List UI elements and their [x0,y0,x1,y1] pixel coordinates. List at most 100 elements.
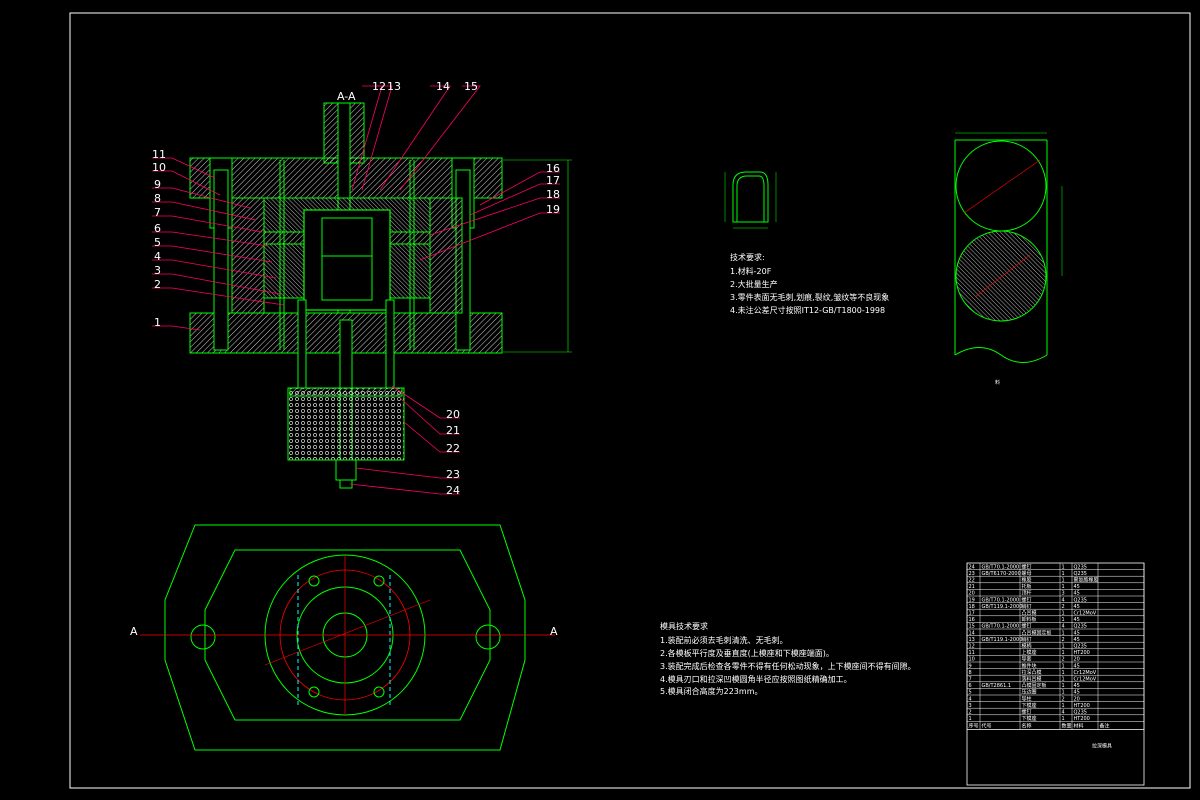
title-row-cell: 1 [1062,617,1065,623]
part-number-21: 21 [446,424,460,437]
title-row-cell: Cr12MoV [1074,677,1097,683]
title-row-cell: Cr12MoV [1074,611,1097,617]
tech-req2-line-3: 3.装配完成后检查各零件不得有任何松动现象，上下模座间不得有间隙。 [660,661,916,671]
title-row-cell: 下模座 [1022,702,1037,709]
title-row-cell: 橡胶 [1022,577,1032,584]
tech-req1-line-4: 4.未注公差尺寸按照IT12-GB/T1800-1998 [730,305,885,315]
title-row-cell: 45 [1074,591,1080,597]
part-number-24: 24 [446,484,460,497]
tech-req1-line-2: 2.大批量生产 [730,279,778,289]
title-row-cell: 45 [1074,617,1080,623]
title-row-cell: 16 [969,617,975,623]
stock-label: 料 [995,379,1000,386]
title-row-cell: 2 [1062,657,1065,663]
title-row-cell: 10 [969,657,975,663]
part-number-6: 6 [154,222,161,235]
title-row-cell: 4 [1062,624,1065,630]
title-row-cell: 1 [1062,703,1065,709]
section-view: A-A [189,90,572,489]
title-row-cell: 1 [1062,584,1065,590]
title-header-cell: 备注 [1100,722,1110,729]
tech-req1-title: 技术要求: [730,252,765,262]
title-row-cell: 4 [1062,710,1065,716]
tech-requirements-part: 技术要求: 1.材料-20F 2.大批量生产 3.零件表面无毛刺,划痕,裂纹,皱… [730,252,889,315]
part-number-17: 17 [546,174,560,187]
title-row-cell: 2 [969,710,972,716]
part-number-23: 23 [446,468,460,481]
title-row-cell: 顶杆 [1022,590,1032,597]
title-row-cell: 15 [969,624,975,630]
part-number-9: 9 [154,178,161,191]
guide-post-left [213,169,229,351]
title-row-cell: 1 [1062,578,1065,584]
view-label-a-left: A [130,625,138,638]
title-row-cell: 45 [1074,663,1080,669]
title-row-cell: 20 [969,591,975,597]
title-row-cell: HT200 [1074,650,1090,656]
part-number-10: 10 [152,161,166,174]
tech-req1-line-3: 3.零件表面无毛刺,划痕,裂纹,皱纹等不良现象 [730,292,889,302]
title-row-cell: 22 [969,578,975,584]
part-number-12: 12 [372,80,386,93]
title-row-cell: Q235 [1074,571,1087,577]
title-row-cell: 45 [1074,584,1080,590]
title-row-cell: GB/T119.1-2000 [982,604,1023,610]
part-number-7: 7 [154,206,161,219]
title-row-cell: 17 [969,611,975,617]
title-row-cell: 1 [1062,571,1065,577]
title-row-cell: 1 [1062,690,1065,696]
title-row-cell: 销钉 [1022,603,1032,610]
tech-req2-line-2: 2.各模板平行度及垂直度(上模座和下模座端面)。 [660,648,834,658]
part-drawing [724,171,777,229]
title-row-cell: 45 [1074,683,1080,689]
title-row-cell: 19 [969,597,975,603]
title-header-cell: 名称 [1022,722,1032,729]
title-row-cell: GB/T70.1-2000 [982,597,1020,603]
title-row-cell: 7 [969,677,972,683]
part-leaders [152,85,560,495]
title-row-cell: 压边圈 [1022,689,1037,696]
title-row-cell: Q235 [1074,710,1087,716]
part-number-8: 8 [154,192,161,205]
title-row-cell: 9 [969,663,972,669]
title-row-cell: HT200 [1074,703,1090,709]
title-row-cell: 23 [969,571,975,577]
tech-req2-line-4: 4.模具刃口和拉深凹模圆角半径应按照图纸精确加工。 [660,674,852,684]
title-row-cell: 2 [1062,604,1065,610]
title-row-cell: 1 [1062,683,1065,689]
part-number-2: 2 [154,278,161,291]
title-row-cell: 模柄 [1022,643,1032,650]
title-row-cell: GB/T119.1-2000 [982,637,1023,643]
title-row-cell: 卸料板 [1022,616,1037,623]
title-row-cell: 螺钉 [1022,563,1032,570]
title-row-cell: GB/T70.1-2000 [982,624,1020,630]
drawing-name: 拉深模具 [1092,742,1112,749]
title-row-cell: 1 [1062,663,1065,669]
title-row-cell: 推件块 [1022,662,1037,669]
title-row-cell: Q235 [1074,564,1087,570]
title-row-cell: 6 [969,683,972,689]
part-number-15: 15 [464,80,478,93]
title-row-cell: 21 [969,584,975,590]
title-row-cell: HT200 [1074,716,1090,722]
plan-view: A A [130,524,558,751]
title-row-cell: 1 [1062,644,1065,650]
title-row-cell: GB/T70.1-2000 [982,564,1020,570]
title-row-cell: 20 [1074,696,1080,702]
part-number-3: 3 [154,264,161,277]
title-row-cell: 聚氨酯橡胶 [1074,577,1099,584]
title-row-cell: GB/T6170-2000 [982,571,1021,577]
title-row-cell: 45 [1074,637,1080,643]
title-row-cell: 45 [1074,690,1080,696]
part-number-5: 5 [154,236,161,249]
rubber-block [287,387,405,461]
title-header-cell: 数量 [1062,722,1072,729]
part-number-19: 19 [546,203,560,216]
title-row-cell: 5 [969,690,972,696]
title-row-cell: 18 [969,604,975,610]
title-row-cell: 4 [1062,597,1065,603]
tech-req1-line-1: 1.材料-20F [730,266,772,276]
title-row-cell: Q235 [1074,597,1087,603]
title-row-cell: 凸模固定板 [1022,682,1047,689]
